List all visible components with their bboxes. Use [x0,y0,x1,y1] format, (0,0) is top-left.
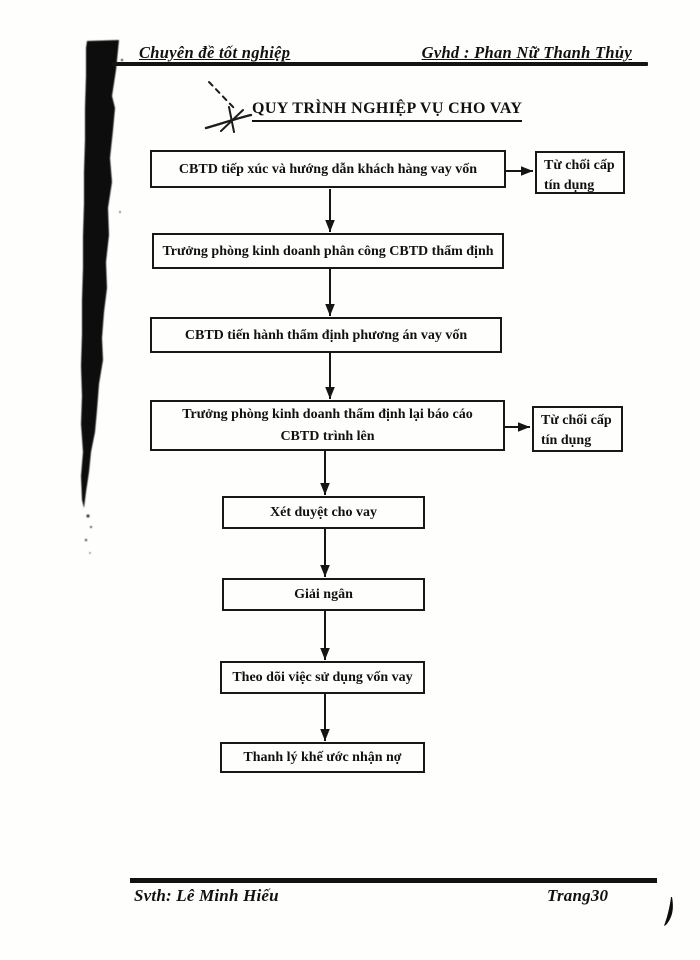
flow-step-assign-appraisal: Trưởng phòng kinh doanh phân công CBTD t… [152,233,504,269]
ink-smudge [664,897,673,926]
flow-step-appraise-plan: CBTD tiến hành thẩm định phương án vay v… [150,317,502,353]
flow-step-liquidate-debt: Thanh lý khế ước nhận nợ [220,742,425,773]
footer-student-name: Svth: Lê Minh Hiếu [134,886,279,905]
header-subject-title: Chuyên đề tốt nghiệp [139,43,291,62]
reject-box-1: Từ chối cấp tín dụng [535,151,625,194]
footer-page-number: Trang30 [547,886,609,905]
flow-step-monitor-usage: Theo dõi việc sử dụng vốn vay [220,661,425,694]
page-title: QUY TRÌNH NGHIỆP VỤ CHO VAY [252,100,523,122]
header-rule [112,62,648,66]
flow-step-approve-loan: Xét duyệt cho vay [222,496,425,529]
footer-rule [130,878,657,883]
header-advisor-name: Gvhd : Phan Nữ Thanh Thủy [421,43,632,62]
reject-box-2: Từ chối cấp tín dụng [532,406,623,452]
flow-step-contact-customer: CBTD tiếp xúc và hướng dẫn khách hàng va… [150,150,506,188]
pen-mark [204,81,253,133]
scan-binding-artifact [81,40,124,554]
flow-step-reappraise-report: Trưởng phòng kinh doanh thẩm định lại bá… [150,400,505,451]
flow-step-disburse: Giải ngân [222,578,425,611]
